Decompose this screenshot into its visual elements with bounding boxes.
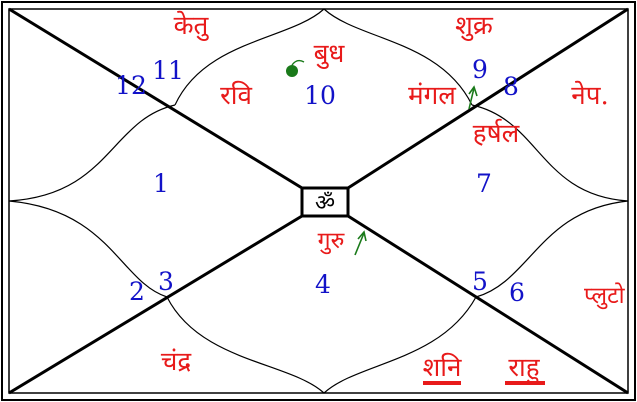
combust-stem-icon: [291, 59, 305, 66]
planet-nep: नेप.: [571, 80, 608, 111]
petal-top: [174, 8, 473, 106]
house-number-12: 12: [115, 71, 147, 100]
planet-guru: गुरु: [318, 228, 345, 255]
house-number-2: 2: [129, 277, 145, 306]
combust-dot-icon: [286, 65, 298, 77]
planet-ketu: केतु: [174, 10, 210, 41]
house-number-11: 11: [152, 56, 184, 85]
petal-bottom: [166, 296, 477, 394]
house-number-10: 10: [304, 81, 336, 110]
guru-retrograde-arrow-icon: [354, 230, 367, 256]
petal-left: [8, 104, 176, 298]
planet-shani: शनि: [423, 352, 462, 383]
house-number-6: 6: [509, 278, 525, 307]
house-number-9: 9: [472, 55, 488, 84]
house-number-3: 3: [158, 267, 174, 296]
diagonal-tr: [347, 7, 629, 190]
house-number-1: 1: [153, 169, 169, 198]
planet-shukra: शुक्र: [455, 11, 494, 41]
mangal-retrograde-arrow-icon: [468, 85, 478, 110]
planet-harshal: हर्षल: [473, 118, 520, 149]
planet-ravi: रवि: [220, 80, 252, 111]
diagonal-tl: [8, 7, 303, 190]
planet-budh: बुध: [314, 39, 346, 69]
diagonal-bl: [8, 214, 303, 395]
diagonal-br: [347, 214, 629, 395]
planet-chandra: चंद्र: [161, 347, 193, 377]
center-box: [300, 186, 350, 218]
planet-mangal: मंगल: [408, 81, 456, 111]
house-number-5: 5: [472, 267, 488, 296]
om-symbol: ॐ: [315, 191, 335, 216]
house-number-8: 8: [503, 72, 519, 101]
petal-right: [471, 104, 629, 298]
house-number-7: 7: [476, 169, 492, 198]
planet-rahu: राहु: [508, 353, 540, 385]
planet-pluto: प्लुटो: [584, 282, 626, 310]
house-number-4: 4: [315, 270, 331, 299]
